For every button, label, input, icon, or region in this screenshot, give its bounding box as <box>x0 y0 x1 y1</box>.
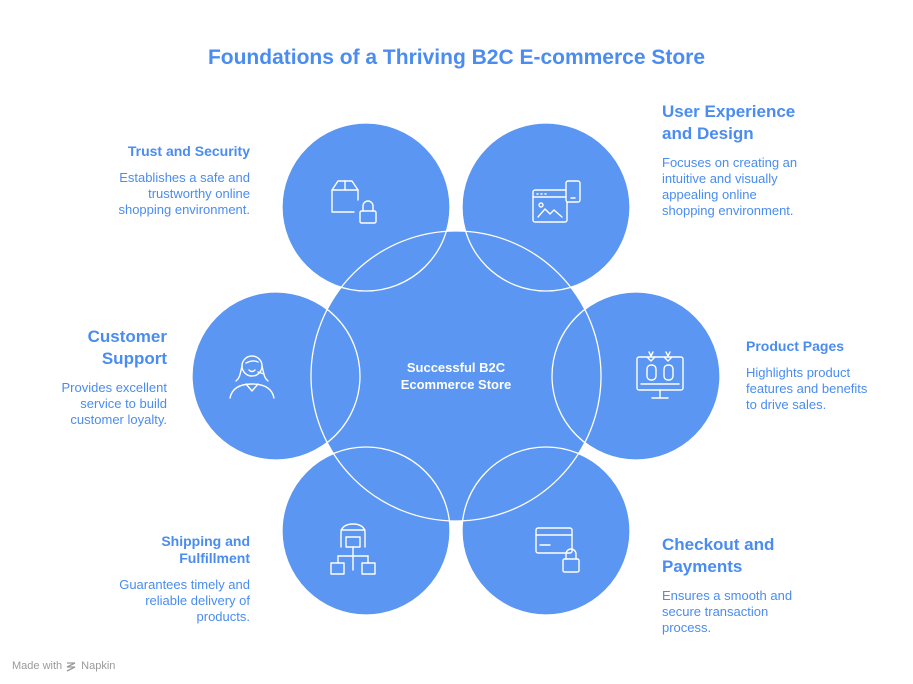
item-shipping: Shipping and Fulfillment Guarantees time… <box>60 533 250 625</box>
item-heading: Trust and Security <box>127 143 250 159</box>
item-checkout: Checkout and Payments Ensures a smooth a… <box>662 534 862 636</box>
center-label-line1: Successful B2C <box>407 360 506 375</box>
item-heading: User Experience and Design <box>662 102 796 143</box>
item-product-pages: Product Pages Highlights product feature… <box>746 338 906 413</box>
warehouse-network-icon <box>330 523 376 575</box>
box-lock-icon <box>331 180 377 224</box>
item-heading: Shipping and Fulfillment <box>161 533 250 566</box>
brand-label: Napkin <box>81 660 116 672</box>
item-customer-support: Customer Support Provides excellent serv… <box>17 326 168 428</box>
browser-mobile-icon <box>532 180 581 223</box>
item-heading: Product Pages <box>746 338 845 354</box>
item-heading: Customer Support <box>87 327 167 368</box>
item-description: Focuses on creating an intuitive and vis… <box>662 155 798 218</box>
item-heading: Checkout and Payments <box>662 535 775 576</box>
item-description: Ensures a smooth and secure transaction … <box>662 588 793 635</box>
item-description: Provides excellent service to build cust… <box>61 380 168 427</box>
item-trust-security: Trust and Security Establishes a safe an… <box>60 143 250 218</box>
center-circle <box>311 231 601 521</box>
page-title: Foundations of a Thriving B2C E-commerce… <box>207 46 706 69</box>
made-with-label: Made with <box>12 660 63 672</box>
monitor-products-icon <box>636 351 684 399</box>
napkin-logo-icon <box>66 661 76 672</box>
support-agent-icon <box>229 355 275 399</box>
item-description: Highlights product features and benefits… <box>746 365 868 412</box>
item-user-experience: User Experience and Design Focuses on cr… <box>662 101 862 219</box>
circle-outlines <box>191 122 721 616</box>
card-lock-icon <box>535 527 580 573</box>
center-label-line2: Ecommerce Store <box>401 377 512 392</box>
footer-attribution: Made with Napkin <box>12 660 115 672</box>
item-description: Establishes a safe and trustworthy onlin… <box>118 170 250 217</box>
item-description: Guarantees timely and reliable delivery … <box>119 577 250 624</box>
